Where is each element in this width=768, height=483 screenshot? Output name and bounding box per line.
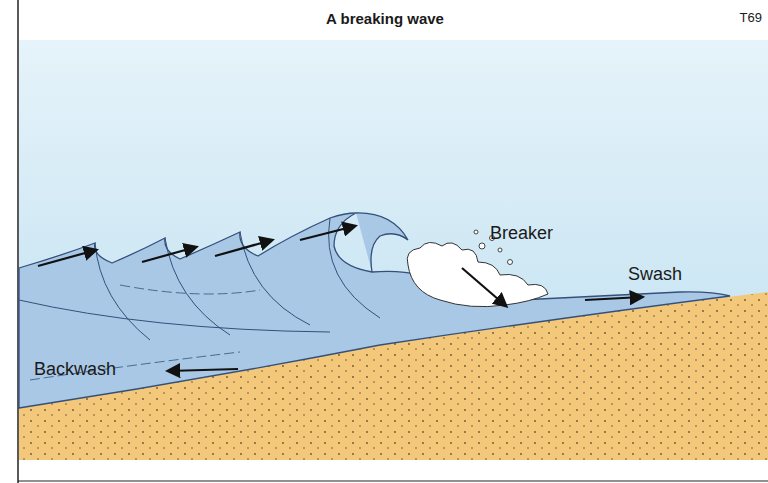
breaker-label: Breaker [490, 224, 553, 244]
diagram-title: A breaking wave [326, 11, 444, 28]
backwash-label: Backwash [34, 360, 116, 380]
swash-label: Swash [628, 265, 682, 285]
plate-number: T69 [740, 11, 762, 25]
